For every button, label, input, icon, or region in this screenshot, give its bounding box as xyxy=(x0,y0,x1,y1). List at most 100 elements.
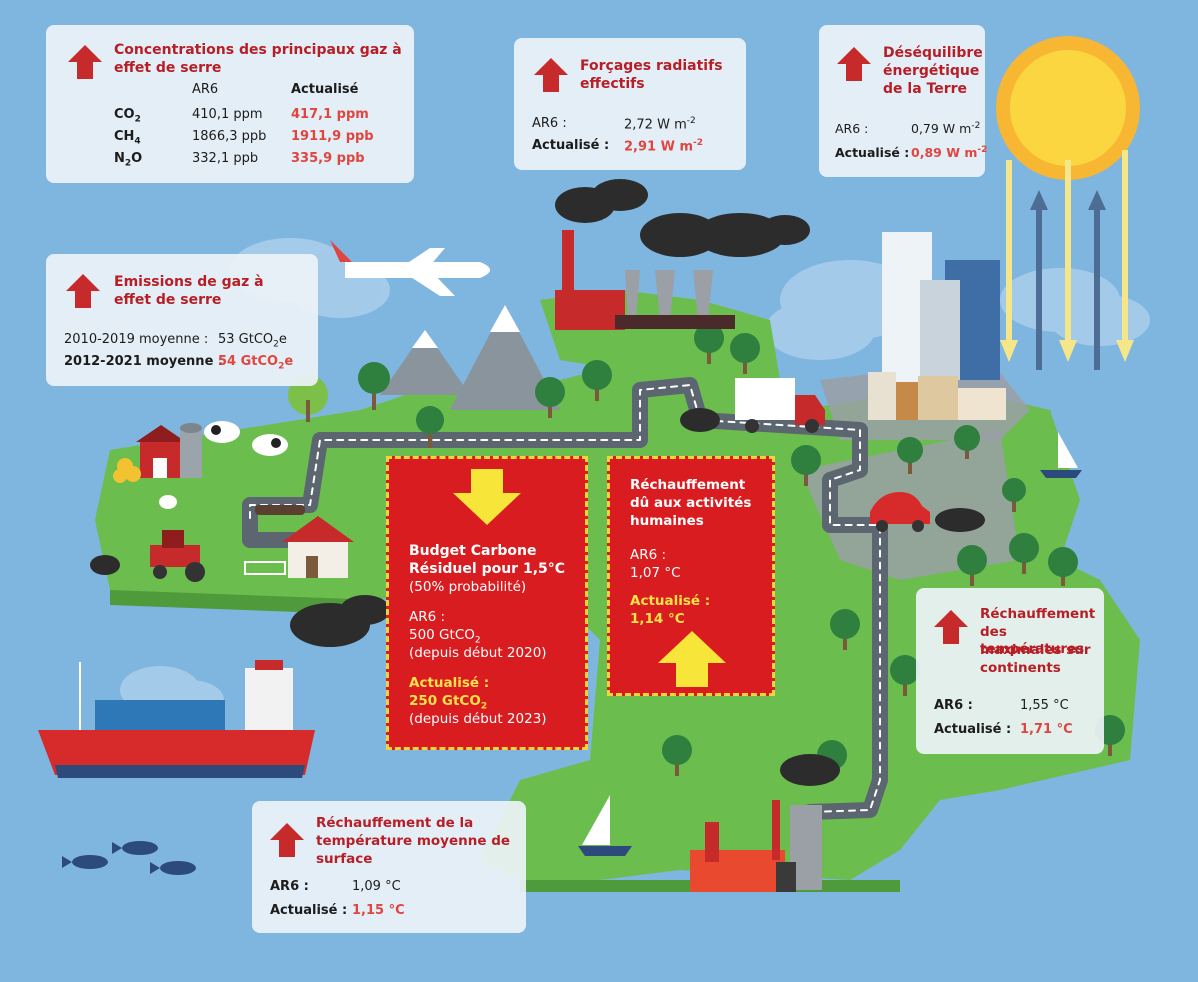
human-ar6-value: 1,07 °C xyxy=(630,565,681,581)
gas-ch4-ar6: 1866,3 ppb xyxy=(192,129,267,144)
land-title-line1: Réchauffement xyxy=(980,606,1096,622)
fish-icon xyxy=(62,841,196,875)
arrow-up-icon xyxy=(837,47,871,81)
budget-line2: Résiduel pour 1,5°C xyxy=(409,561,566,577)
sun-icon xyxy=(996,36,1140,180)
airplane-icon xyxy=(330,240,490,296)
ghg-title-line2: effet de serre xyxy=(114,60,222,76)
imbalance-ar6-label: AR6 : xyxy=(835,121,869,136)
tractor-icon xyxy=(150,530,205,582)
imbalance-updated-label: Actualisé : xyxy=(835,145,910,160)
land-ar6-value: 1,55 °C xyxy=(1020,698,1069,713)
land-title-line3: maximales sur xyxy=(980,642,1091,658)
arrow-down-icon xyxy=(453,469,521,525)
refinery-icon xyxy=(690,800,822,892)
emissions-row2-value: 54 GtCO2e xyxy=(218,354,294,372)
carbon-budget-box: Budget Carbone Résiduel pour 1,5°C (50% … xyxy=(386,456,588,750)
surface-title-line1: Réchauffement de la xyxy=(316,815,474,831)
tree-icon xyxy=(288,323,1125,781)
budget-updated-value: 250 GtCO2 xyxy=(409,693,488,712)
emissions-title-line1: Emissions de gaz à xyxy=(114,274,264,290)
truck-icon xyxy=(735,378,825,433)
surface-temperature-card: Réchauffement de la température moyenne … xyxy=(252,801,526,933)
mountain-icon xyxy=(380,305,560,410)
emissions-row1-label: 2010-2019 moyenne : xyxy=(64,332,209,347)
gas-co2-label: CO2 xyxy=(114,107,141,125)
imbalance-updated-value: 0,89 W m-2 xyxy=(911,145,988,161)
barn-icon xyxy=(136,423,202,478)
land-temperature-card: Réchauffement des températures maximales… xyxy=(916,588,1104,754)
budget-ar6-label: AR6 : xyxy=(409,609,446,625)
chicken-icon xyxy=(159,495,177,509)
emissions-row1-value: 53 GtCO2e xyxy=(218,332,287,350)
emissions-title-line2: effet de serre xyxy=(114,292,222,308)
ghg-col-updated: Actualisé xyxy=(291,82,359,97)
human-warming-box: Réchauffement dû aux activités humaines … xyxy=(607,456,775,696)
sailboat-icon xyxy=(578,432,1082,856)
surface-updated-label: Actualisé : xyxy=(270,903,348,918)
hay-bale-icon xyxy=(113,458,141,483)
ghg-concentrations-card: Concentrations des principaux gaz à effe… xyxy=(46,25,414,183)
imbalance-ar6-value: 0,79 W m-2 xyxy=(911,121,981,137)
forcing-ar6-label: AR6 : xyxy=(532,116,567,131)
surface-updated-value: 1,15 °C xyxy=(352,903,405,918)
gas-n2o-label: N2O xyxy=(114,151,143,169)
imbalance-title-line2: énergétique xyxy=(883,63,980,79)
gas-co2-ar6: 410,1 ppm xyxy=(192,107,263,122)
gas-n2o-ar6: 332,1 ppb xyxy=(192,151,259,166)
budget-updated-note: (depuis début 2023) xyxy=(409,711,547,727)
gas-n2o-updated: 335,9 ppb xyxy=(291,151,365,166)
human-updated-value: 1,14 °C xyxy=(630,611,685,627)
surface-ar6-value: 1,09 °C xyxy=(352,879,401,894)
budget-ar6-value: 500 GtCO2 xyxy=(409,627,481,646)
crop-icon xyxy=(255,505,305,515)
house-icon xyxy=(282,516,354,578)
human-line3: humaines xyxy=(630,513,704,529)
land-updated-value: 1,71 °C xyxy=(1020,722,1073,737)
ship-icon xyxy=(38,660,315,778)
human-ar6-label: AR6 : xyxy=(630,547,667,563)
ghg-col-ar6: AR6 xyxy=(192,82,219,97)
human-line2: dû aux activités xyxy=(630,495,752,511)
surface-title-line3: surface xyxy=(316,851,373,867)
energy-imbalance-card: Déséquilibre énergétique de la Terre AR6… xyxy=(819,25,988,177)
forcing-title-line1: Forçages radiatifs xyxy=(580,58,723,74)
forcing-title-line2: effectifs xyxy=(580,76,645,92)
surface-ar6-label: AR6 : xyxy=(270,879,309,894)
budget-line3: (50% probabilité) xyxy=(409,579,527,595)
imbalance-title-line3: de la Terre xyxy=(883,81,967,97)
city-icon xyxy=(868,232,1006,420)
arrow-up-icon xyxy=(534,58,568,92)
arrow-up-icon xyxy=(934,610,968,644)
land-updated-label: Actualisé : xyxy=(934,722,1012,737)
forcing-ar6-value: 2,72 W m-2 xyxy=(624,116,696,133)
smoke-icon xyxy=(90,179,985,786)
cow-icon xyxy=(204,421,288,456)
budget-line1: Budget Carbone xyxy=(409,543,537,559)
arrow-up-icon xyxy=(66,274,100,308)
gas-ch4-label: CH4 xyxy=(114,129,141,147)
forcing-updated-label: Actualisé : xyxy=(532,138,610,153)
arrow-up-icon xyxy=(658,631,726,687)
fence-icon xyxy=(244,561,286,575)
radiative-forcing-card: Forçages radiatifs effectifs AR6 : 2,72 … xyxy=(514,38,746,170)
ghg-title-line1: Concentrations des principaux gaz à xyxy=(114,42,402,58)
land-title-line2: des températures xyxy=(980,624,1085,657)
land-title-line4: continents xyxy=(980,660,1061,676)
surface-title-line2: température moyenne de xyxy=(316,833,511,849)
human-line1: Réchauffement xyxy=(630,477,746,493)
factory-icon xyxy=(555,230,735,330)
arrow-up-icon xyxy=(270,823,304,857)
budget-updated-label: Actualisé : xyxy=(409,675,490,691)
land-ar6-label: AR6 : xyxy=(934,698,973,713)
emissions-card: Emissions de gaz à effet de serre 2010-2… xyxy=(46,254,318,386)
radiation-arrow-icon xyxy=(1000,150,1134,370)
gas-co2-updated: 417,1 ppm xyxy=(291,107,369,122)
gas-ch4-updated: 1911,9 ppb xyxy=(291,129,374,144)
budget-ar6-note: (depuis début 2020) xyxy=(409,645,547,661)
arrow-up-icon xyxy=(68,45,102,79)
forcing-updated-value: 2,91 W m-2 xyxy=(624,138,704,155)
imbalance-title-line1: Déséquilibre xyxy=(883,45,983,61)
emissions-row2-label: 2012-2021 moyenne : xyxy=(64,354,224,369)
human-updated-label: Actualisé : xyxy=(630,593,711,609)
